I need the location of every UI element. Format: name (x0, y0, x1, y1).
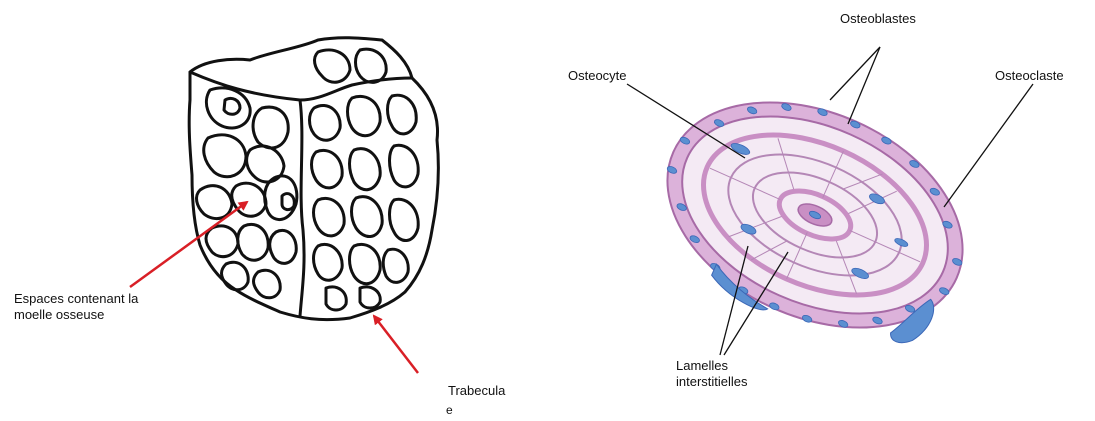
trabecular-bone-cube (189, 38, 438, 320)
label-espaces: Espaces contenant la moelle osseuse (14, 291, 214, 323)
cube-edge-front (190, 72, 412, 100)
label-osteocyte: Osteocyte (568, 68, 627, 84)
label-espaces-line1: Espaces contenant la (14, 291, 214, 307)
label-lamelles-line2: interstitielles (676, 374, 816, 390)
cube-edge-vertical (300, 100, 304, 316)
label-lamelles-line1: Lamelles (676, 358, 816, 374)
label-osteoblastes: Osteoblastes (840, 11, 916, 27)
osteon-cross-section (629, 59, 998, 378)
label-trabecula: Trabecula (448, 383, 505, 399)
label-lamelles: Lamelles interstitielles (676, 358, 816, 390)
arrow-espaces (130, 202, 247, 287)
label-osteoclaste: Osteoclaste (995, 68, 1064, 84)
label-espaces-line2: moelle osseuse (14, 307, 214, 323)
arrow-trabecula (374, 316, 418, 373)
